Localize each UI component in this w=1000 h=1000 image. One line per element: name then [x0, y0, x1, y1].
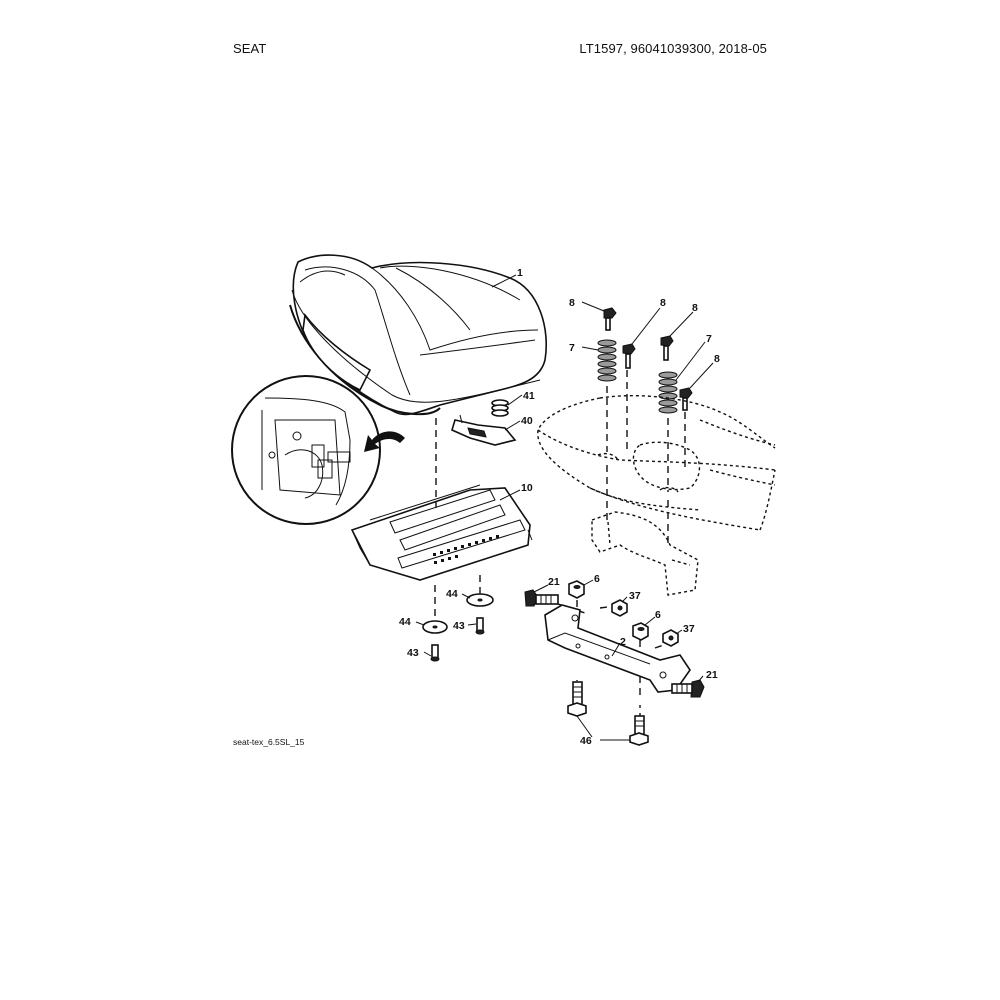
model-reference: LT1597, 96041039300, 2018-05: [579, 41, 767, 56]
callout-spring-left: 7: [569, 342, 575, 354]
seat-pan-part[interactable]: [350, 484, 533, 581]
bolt-21-part-right[interactable]: [671, 679, 705, 698]
callout-bolt-d: 8: [714, 353, 720, 365]
callout-spring-right: 7: [706, 333, 712, 345]
detail-view[interactable]: [231, 375, 381, 525]
small-spring-part[interactable]: [491, 399, 509, 417]
callout-bolt-46: 46: [580, 735, 592, 747]
washer-part-left[interactable]: [422, 620, 448, 634]
callout-washer-left: 44: [399, 616, 411, 628]
callout-nut-37-a: 37: [629, 590, 641, 602]
seat-drawing[interactable]: [289, 254, 548, 416]
bolt-21-part-left[interactable]: [524, 589, 559, 607]
callout-bracket: 2: [620, 636, 626, 648]
detail-arrow-icon: [364, 431, 405, 452]
nut-37-part-a[interactable]: [611, 599, 628, 617]
seat-clip-part[interactable]: [451, 414, 517, 446]
spring-part-right[interactable]: [658, 371, 678, 414]
screw-part-right[interactable]: [475, 617, 485, 635]
washer-part-right[interactable]: [466, 593, 494, 607]
bolt-46-part-left[interactable]: [567, 681, 587, 717]
callout-washer-right: 44: [446, 588, 458, 600]
bolt-46-part-right[interactable]: [629, 715, 649, 746]
nut-6-part-a[interactable]: [568, 580, 585, 599]
callout-bolt-21-left: 21: [548, 576, 560, 588]
screw-part-left[interactable]: [430, 644, 440, 662]
section-title: SEAT: [233, 41, 267, 56]
chassis-outline: [537, 394, 776, 596]
bolt-part-b[interactable]: [622, 343, 636, 369]
callout-spring-small: 41: [523, 390, 535, 402]
bolt-part-d[interactable]: [679, 387, 693, 411]
callout-bolt-b: 8: [660, 297, 666, 309]
nut-37-part-b[interactable]: [662, 629, 679, 647]
callout-seat-pan: 10: [521, 482, 533, 494]
callout-bolt-21-right: 21: [706, 669, 718, 681]
bracket-part[interactable]: [544, 604, 691, 693]
callout-clip: 40: [521, 415, 533, 427]
callout-screw-right: 43: [453, 620, 465, 632]
bolt-part-a[interactable]: [603, 307, 617, 331]
bolt-part-c[interactable]: [660, 335, 674, 361]
callout-screw-left: 43: [407, 647, 419, 659]
callout-bolt-a: 8: [569, 297, 575, 309]
callout-seat: 1: [517, 267, 523, 279]
callout-bolt-c: 8: [692, 302, 698, 314]
callout-nut-37-b: 37: [683, 623, 695, 635]
figure-file-label: seat-tex_6.5SL_15: [233, 737, 305, 747]
callout-labels: 1 8 8 8 7 7 8 41 40 10 44 44 43 43 21 6 …: [399, 267, 720, 747]
nut-6-part-b[interactable]: [632, 622, 649, 641]
spring-part-left[interactable]: [597, 339, 617, 382]
callout-nut-6-a: 6: [594, 573, 600, 585]
callout-nut-6-b: 6: [655, 609, 661, 621]
leader-lines: [415, 274, 714, 741]
